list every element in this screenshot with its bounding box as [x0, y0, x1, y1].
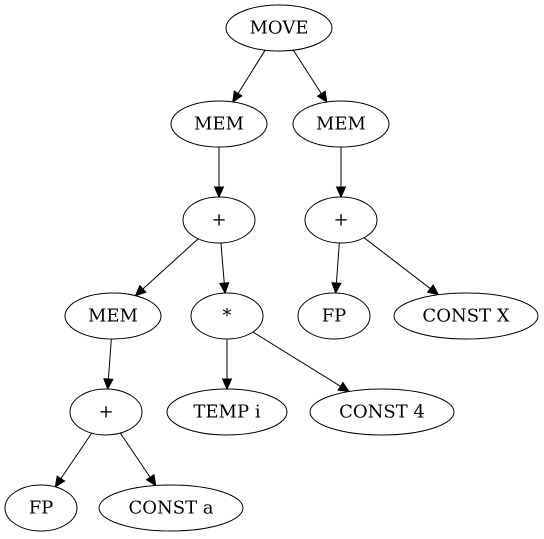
edge-mem_r-to-plus_r [335, 147, 347, 199]
tree-node-move: MOVE [225, 4, 333, 52]
node-ellipse [309, 388, 455, 436]
tree-node-const-a: CONST a [98, 484, 244, 532]
edge-plus_r-to-fp_r [331, 242, 342, 295]
node-label: CONST X [422, 306, 509, 327]
edge-line [237, 49, 266, 94]
tree-node-plus-r: + [304, 196, 378, 244]
node-label: TEMP i [193, 402, 260, 423]
arrowhead [145, 473, 157, 487]
node-label: MOVE [249, 18, 308, 39]
node-label: MEM [88, 306, 138, 327]
edge-line [60, 432, 93, 479]
edge-plus_r-to-const_x [363, 237, 440, 296]
arrowhead [134, 284, 147, 297]
node-label: CONST a [128, 498, 213, 519]
arrowhead [337, 381, 351, 393]
edge-line [292, 49, 322, 94]
tree-node-mem-r: MEM [292, 100, 390, 148]
node-label: FP [322, 306, 347, 327]
tree-node-mem-l: MEM [170, 100, 268, 148]
edge-mem_ll-to-plus_ll [103, 338, 114, 391]
tree-node-temp-i: TEMP i [166, 388, 288, 436]
node-ellipse [182, 196, 256, 244]
arrowhead [103, 378, 114, 391]
tree-node-const-x: CONST X [393, 292, 539, 340]
edge-line [335, 242, 340, 284]
edge-line [119, 432, 151, 478]
node-ellipse [393, 292, 539, 340]
node-ellipse [98, 484, 244, 532]
edge-line [220, 242, 225, 284]
node-ellipse [64, 292, 162, 340]
arrowhead [221, 378, 233, 391]
tree-node-times: * [190, 292, 264, 340]
arrowhead [54, 475, 66, 488]
edge-plus_l-to-times [218, 242, 230, 295]
node-ellipse [292, 100, 390, 148]
edges-layer [54, 49, 440, 488]
arrowhead [426, 284, 440, 296]
tree-node-fp-l: FP [4, 484, 78, 532]
arrowhead [218, 282, 230, 295]
node-label: MEM [316, 114, 366, 135]
node-label: MEM [194, 114, 244, 135]
tree-node-fp-r: FP [297, 292, 371, 340]
node-ellipse [304, 196, 378, 244]
edge-mem_l-to-plus_l [213, 147, 225, 199]
edge-line [363, 237, 431, 290]
node-label: FP [29, 498, 54, 519]
arrowhead [331, 282, 342, 295]
edge-plus_ll-to-fp_l [54, 432, 93, 488]
node-ellipse [166, 388, 288, 436]
edge-line [107, 338, 112, 380]
tree-node-plus-ll: + [69, 388, 143, 436]
node-ellipse [4, 484, 78, 532]
edge-line [252, 331, 341, 387]
edge-times-to-const_4 [252, 331, 351, 393]
arrowhead [213, 186, 225, 199]
edge-times-to-temp_i [221, 339, 233, 391]
node-ellipse [170, 100, 268, 148]
edge-move-to-mem_r [292, 49, 328, 104]
tree-node-plus-l: + [182, 196, 256, 244]
edge-plus_l-to-mem_ll [134, 238, 199, 297]
node-ellipse [297, 292, 371, 340]
tree-node-mem-ll: MEM [64, 292, 162, 340]
node-label: + [98, 402, 113, 423]
arrowhead [232, 90, 243, 104]
edge-plus_ll-to-const_a [119, 432, 157, 487]
tree-node-const-4: CONST 4 [309, 388, 455, 436]
node-ellipse [225, 4, 333, 52]
edge-move-to-mem_l [232, 49, 266, 104]
node-label: + [211, 210, 226, 231]
arrowhead [335, 186, 347, 199]
arrowhead [316, 90, 328, 104]
node-label: CONST 4 [339, 402, 425, 423]
node-ellipse [190, 292, 264, 340]
node-label: * [223, 306, 232, 327]
edge-line [142, 238, 199, 290]
node-label: + [333, 210, 348, 231]
node-ellipse [69, 388, 143, 436]
nodes-layer: MOVE MEM MEM + + MEM * FP CONST X + TEMP i CONST 4 F… [4, 4, 539, 532]
